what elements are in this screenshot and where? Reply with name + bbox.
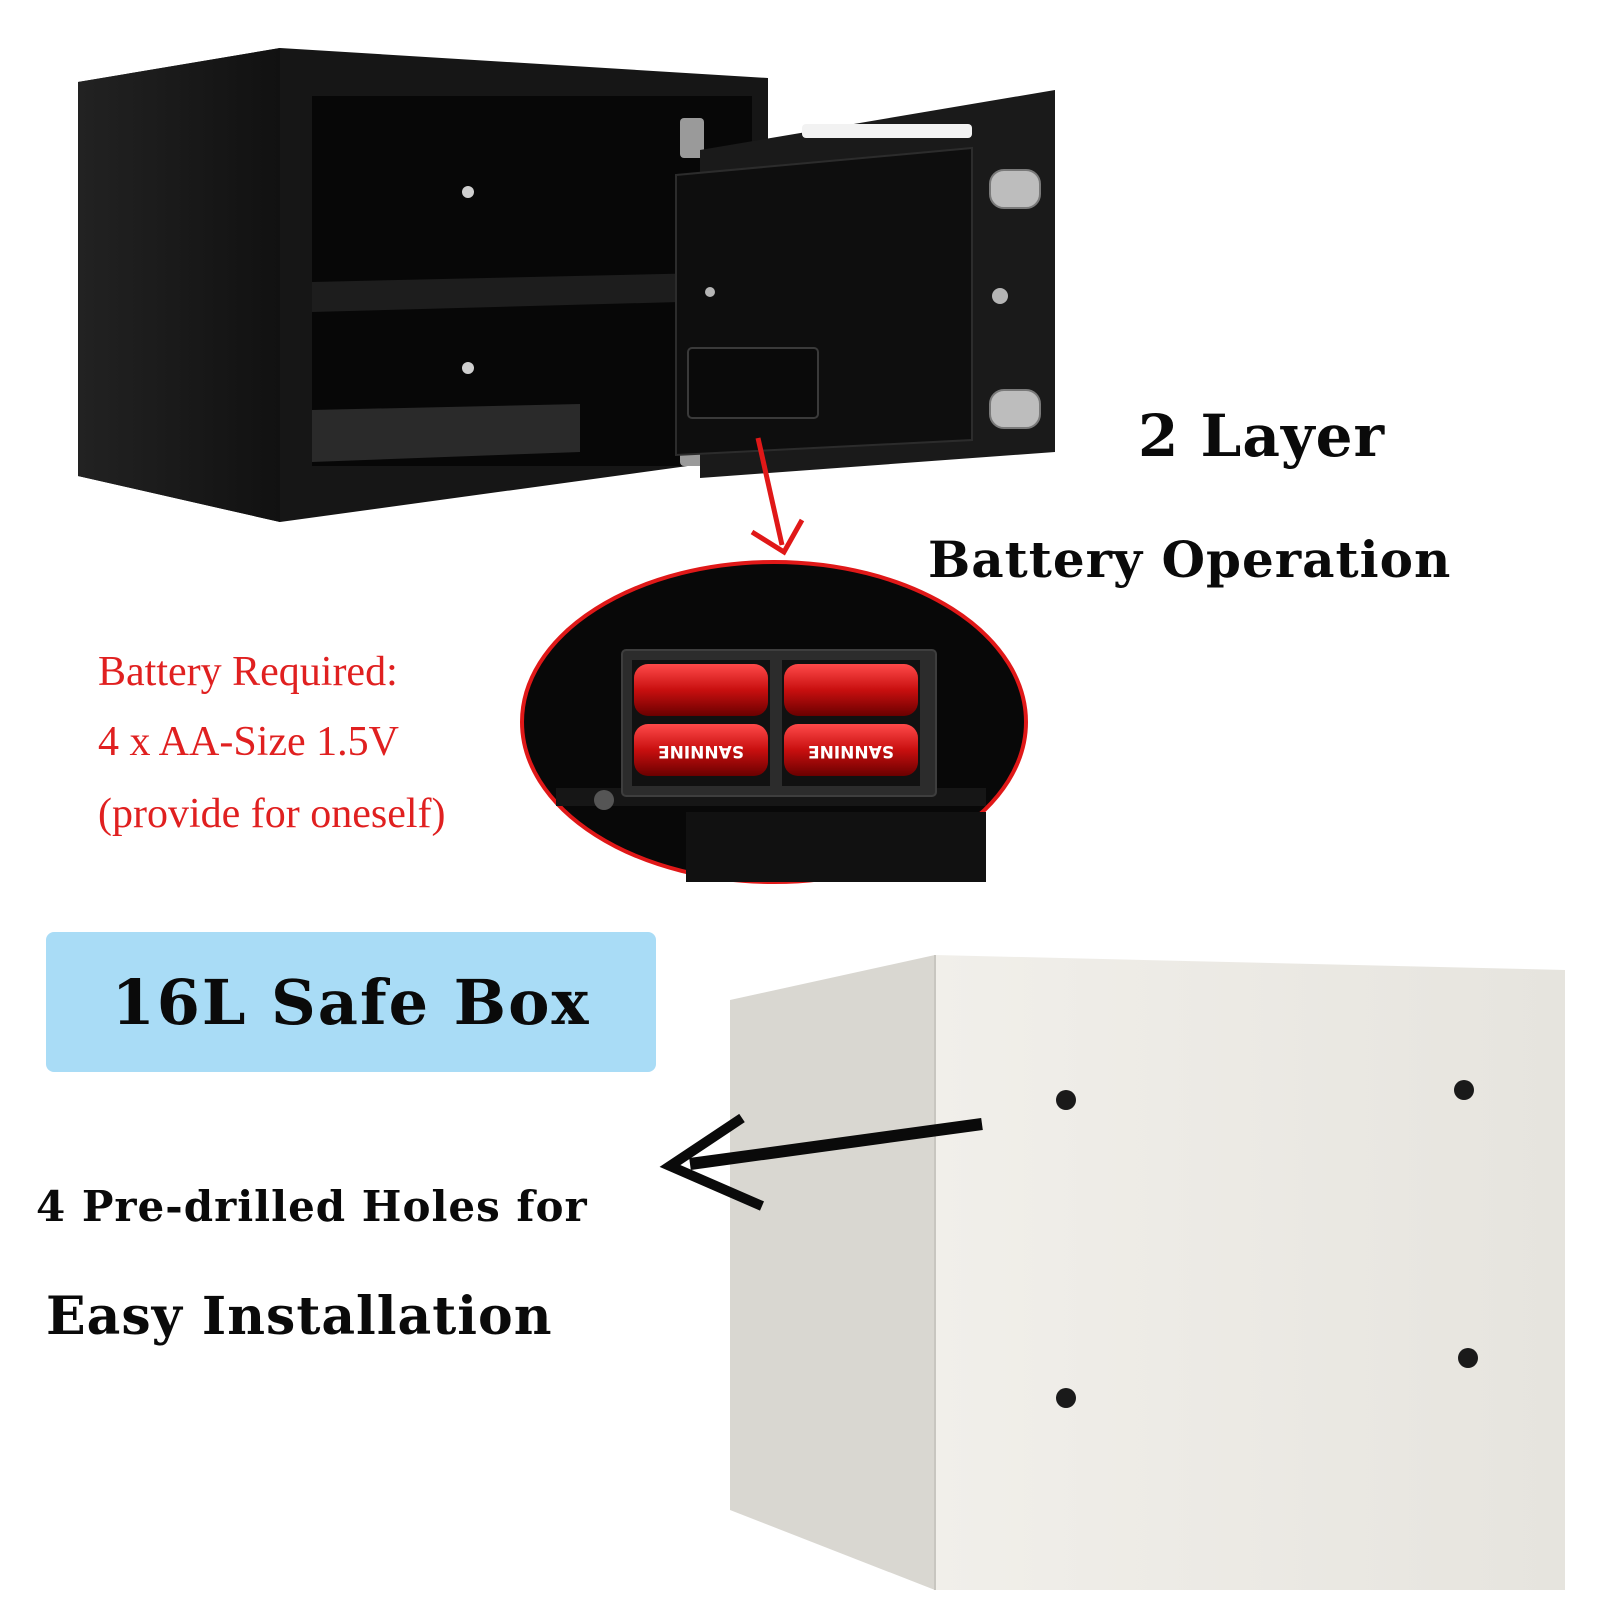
aa-battery	[634, 724, 768, 776]
aa-battery	[634, 664, 768, 716]
mount-hole	[462, 186, 474, 198]
heading-easy-installation: Easy Installation	[46, 1286, 553, 1347]
heading-battery-operation: Battery Operation	[928, 530, 1452, 589]
black-arrow	[659, 1113, 983, 1211]
pre-drilled-hole	[1458, 1348, 1478, 1368]
battery-cover	[687, 347, 819, 419]
pre-drilled-hole	[1056, 1388, 1076, 1408]
heading-pre-drilled-holes: 4 Pre-drilled Holes for	[36, 1182, 588, 1231]
battery-brand-label: SANNINE	[808, 741, 894, 761]
white-safe-back	[730, 955, 1565, 1590]
battery-zoom: SANNINE SANNINE	[520, 560, 1028, 884]
pre-drilled-hole	[1056, 1090, 1076, 1110]
locking-bolt	[989, 169, 1041, 209]
aa-battery	[784, 724, 918, 776]
battery-note-line: (provide for oneself)	[98, 791, 446, 837]
capacity-badge: 16L Safe Box	[46, 932, 656, 1072]
capacity-badge-label: 16L Safe Box	[111, 965, 591, 1039]
heading-2-layer: 2 Layer	[1138, 402, 1386, 470]
battery-brand-label: SANNINE	[658, 741, 744, 761]
battery-note-line: Battery Required:	[98, 649, 398, 695]
mount-hole	[462, 362, 474, 374]
locking-bolt	[989, 389, 1041, 429]
pre-drilled-hole	[1454, 1080, 1474, 1100]
red-arrow	[750, 437, 805, 556]
battery-note-line: 4 x AA-Size 1.5V	[98, 719, 399, 765]
aa-battery	[784, 664, 918, 716]
black-safe-open	[78, 48, 1055, 522]
